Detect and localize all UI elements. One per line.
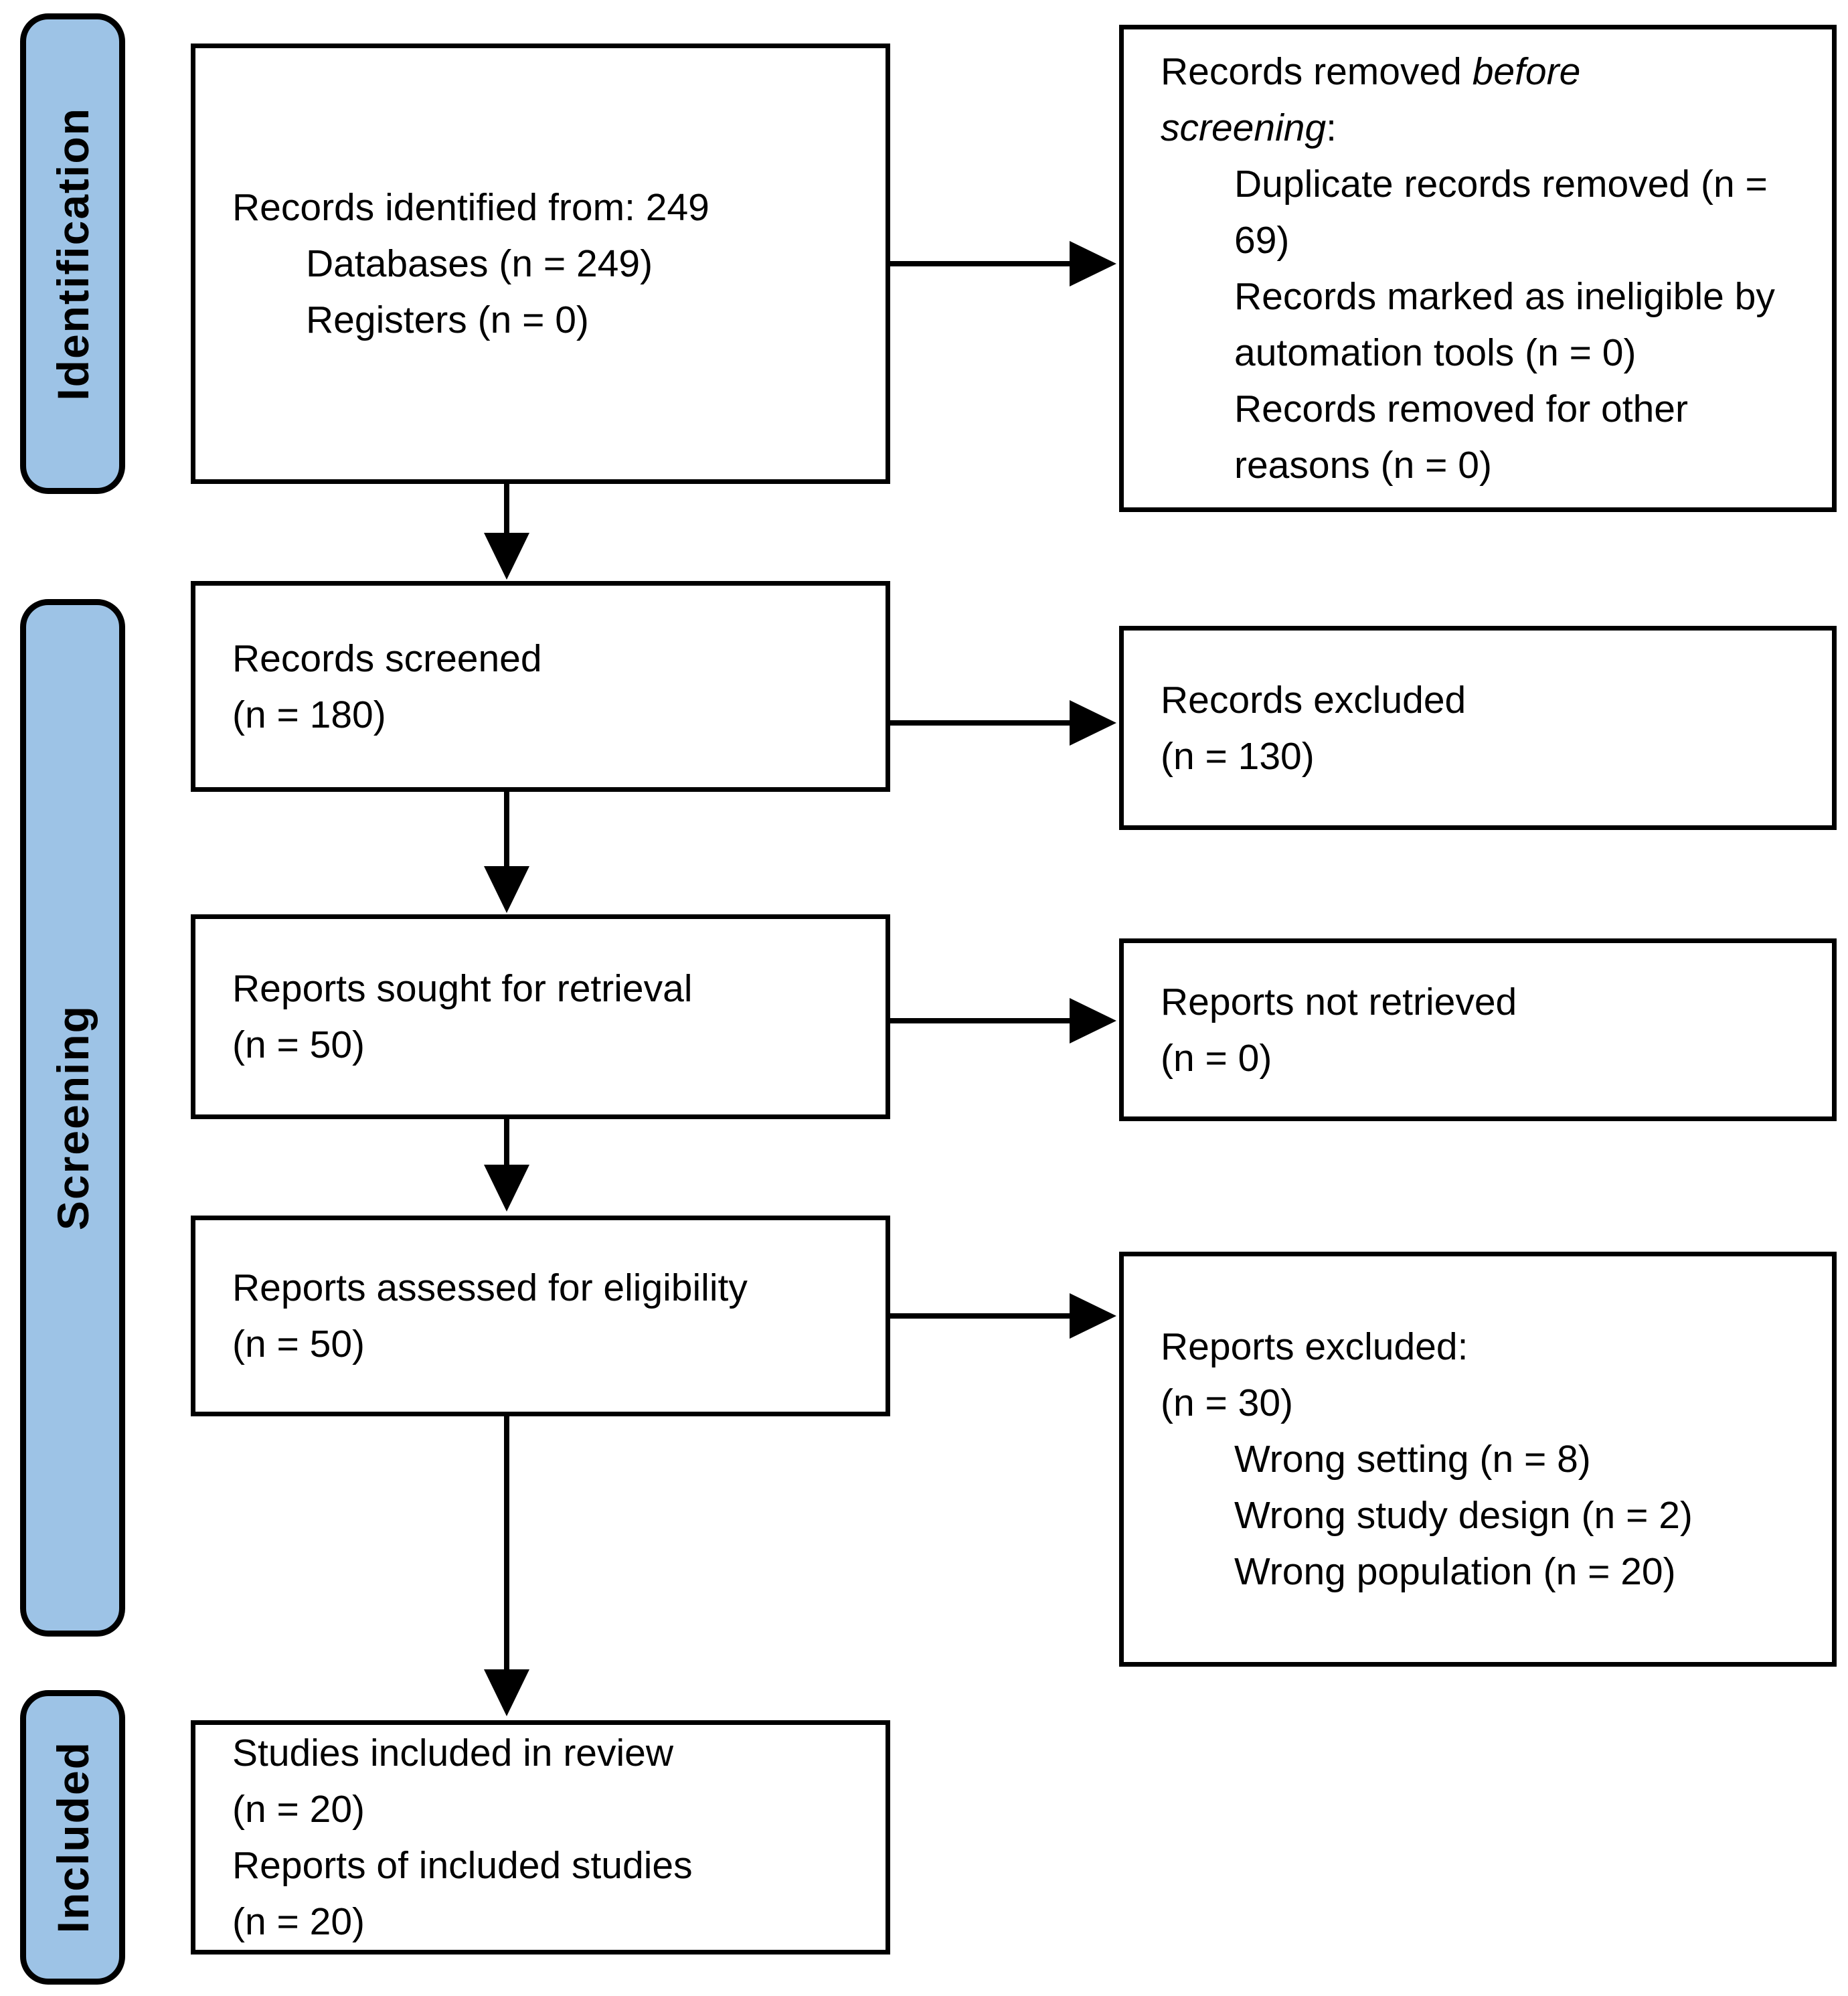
box-line: Records excluded — [1161, 678, 1466, 722]
box-records-identified: Records identified from: 249 Databases (… — [191, 44, 890, 484]
box-line: Registers (n = 0) — [306, 299, 589, 341]
box-line: Reports excluded: — [1161, 1325, 1468, 1368]
arrow-head-icon — [484, 1165, 529, 1212]
box-line: Databases (n = 249) — [306, 242, 653, 285]
box-line-text: : — [1326, 106, 1337, 149]
arrow-line — [504, 1119, 509, 1167]
stage-bar-included: Included — [20, 1690, 125, 1985]
box-line-text: Records removed — [1161, 50, 1473, 93]
box-line: (n = 130) — [1161, 734, 1315, 778]
box-reports-not-retrieved: Reports not retrieved (n = 0) — [1119, 938, 1837, 1121]
arrow-head-icon — [1070, 1293, 1116, 1339]
box-line: (n = 50) — [232, 1323, 365, 1365]
box-line: Reports sought for retrieval — [232, 967, 693, 1010]
arrow-head-icon — [1070, 700, 1116, 746]
box-records-removed: Records removed before screening: Duplic… — [1119, 25, 1837, 512]
box-reports-assessed: Reports assessed for eligibility (n = 50… — [191, 1216, 890, 1416]
box-records-excluded: Records excluded (n = 130) — [1119, 626, 1837, 830]
stage-bar-screening: Screening — [20, 599, 125, 1637]
stage-label-identification: Identification — [48, 106, 98, 401]
arrow-head-icon — [484, 1669, 529, 1716]
arrow-line — [504, 1416, 509, 1671]
box-line: Records screened — [232, 637, 542, 680]
arrow-head-icon — [484, 866, 529, 913]
stage-label-included: Included — [48, 1741, 98, 1934]
arrow-head-icon — [484, 533, 529, 580]
box-line: Records removed for other reasons (n = 0… — [1234, 388, 1688, 487]
box-studies-included: Studies included in review (n = 20) Repo… — [191, 1720, 890, 1955]
box-line: (n = 180) — [232, 693, 386, 736]
arrow-head-icon — [1070, 998, 1116, 1044]
box-line: (n = 30) — [1161, 1382, 1294, 1424]
box-line: Wrong study design (n = 2) — [1234, 1494, 1693, 1537]
arrow-line — [890, 261, 1072, 266]
arrow-line — [890, 1018, 1072, 1023]
box-line: (n = 0) — [1161, 1036, 1272, 1080]
box-line: Records marked as ineligible by automati… — [1234, 275, 1775, 374]
box-line: Wrong setting (n = 8) — [1234, 1438, 1591, 1481]
arrow-line — [890, 720, 1072, 726]
arrow-line — [890, 1313, 1072, 1319]
box-line-text-italic: before — [1472, 50, 1581, 93]
arrow-line — [504, 484, 509, 535]
box-line: Records removed before — [1161, 44, 1792, 100]
box-line: screening: — [1161, 100, 1792, 156]
box-line: Wrong population (n = 20) — [1234, 1550, 1676, 1593]
box-line: (n = 20) — [232, 1900, 365, 1943]
box-line: Records identified from: 249 — [232, 186, 709, 229]
box-line: Reports not retrieved — [1161, 980, 1517, 1023]
box-line-text-italic: screening — [1161, 106, 1327, 149]
box-line: Studies included in review — [232, 1732, 674, 1774]
box-line: (n = 20) — [232, 1788, 365, 1831]
box-line: Reports assessed for eligibility — [232, 1266, 748, 1309]
box-reports-sought: Reports sought for retrieval (n = 50) — [191, 914, 890, 1119]
box-records-screened: Records screened (n = 180) — [191, 581, 890, 792]
box-line: Duplicate records removed (n = 69) — [1234, 163, 1768, 262]
box-line: Reports of included studies — [232, 1844, 693, 1887]
arrow-head-icon — [1070, 241, 1116, 286]
arrow-line — [504, 792, 509, 869]
stage-label-screening: Screening — [48, 1005, 98, 1231]
box-reports-excluded: Reports excluded: (n = 30) Wrong setting… — [1119, 1252, 1837, 1667]
box-line: (n = 50) — [232, 1023, 365, 1066]
stage-bar-identification: Identification — [20, 13, 125, 494]
